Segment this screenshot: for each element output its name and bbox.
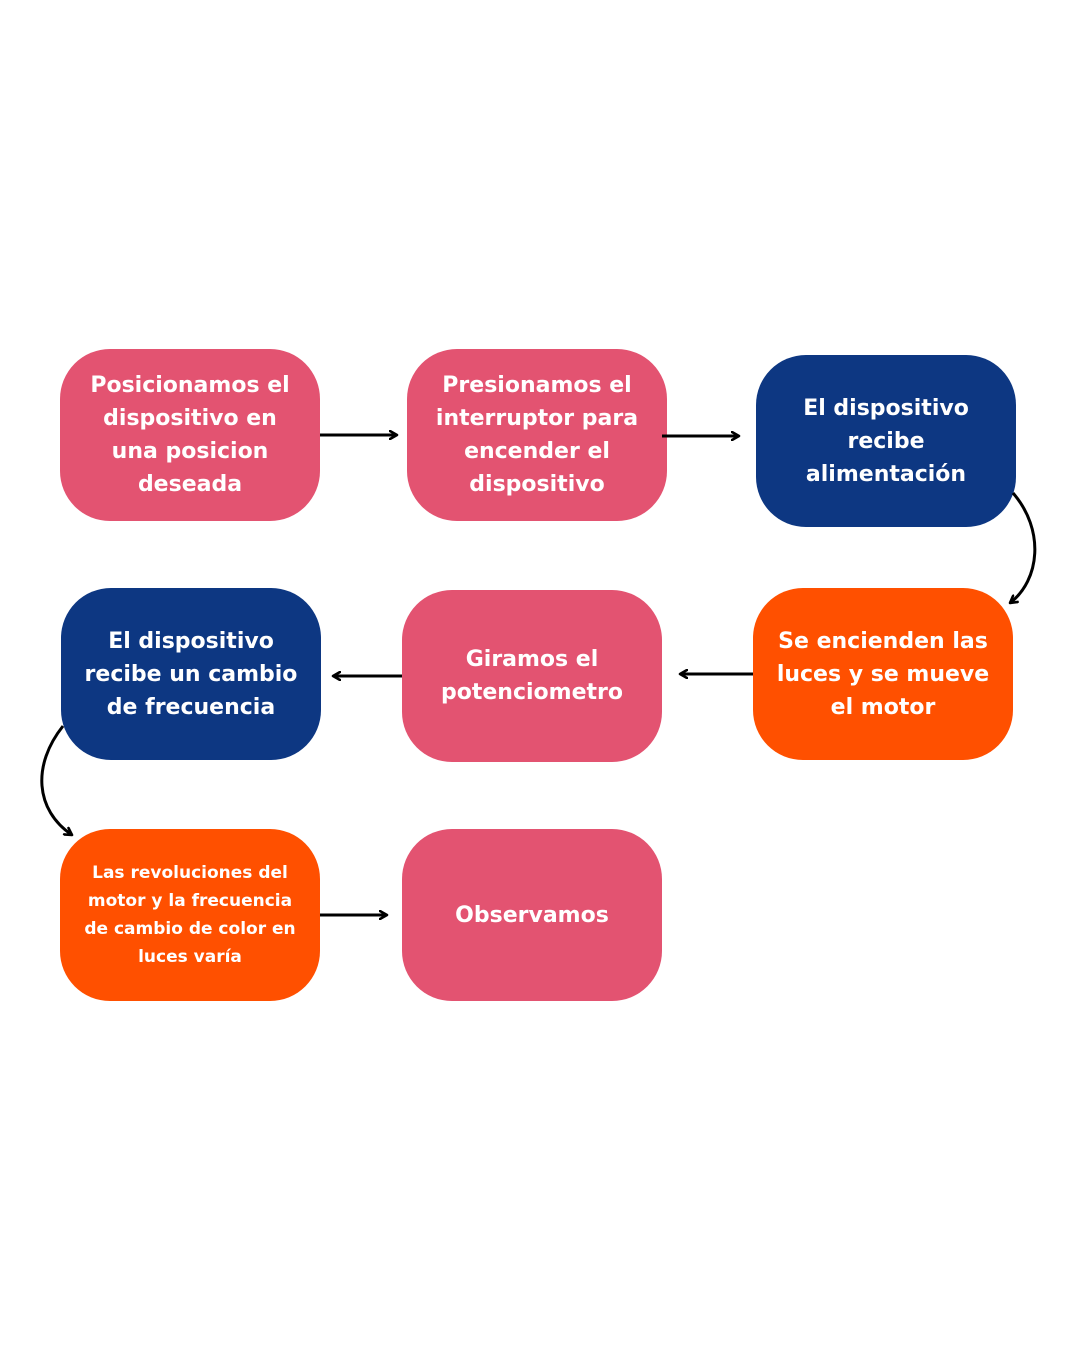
- step-8-box: Observamos: [402, 829, 662, 1001]
- step-7-label: Las revoluciones del motor y la frecuenc…: [84, 863, 296, 967]
- step-2-box: Presionamos el interruptor para encender…: [407, 349, 667, 521]
- step-5-box: Giramos el potenciometro: [402, 590, 662, 762]
- step-6-label: El dispositivo recibe un cambio de frecu…: [84, 628, 298, 720]
- arrow-step3-to-step4: [1010, 492, 1037, 603]
- step-7-box: Las revoluciones del motor y la frecuenc…: [60, 829, 320, 1001]
- step-3-label: El dispositivo recibe alimentación: [803, 395, 969, 487]
- arrow-step6-to-step7: [40, 725, 72, 835]
- step-1-label: Posicionamos el dispositivo en una posic…: [90, 373, 290, 497]
- step-1-box: Posicionamos el dispositivo en una posic…: [60, 349, 320, 521]
- step-6-box: El dispositivo recibe un cambio de frecu…: [61, 588, 321, 760]
- step-3-box: El dispositivo recibe alimentación: [756, 355, 1016, 527]
- step-4-box: Se encienden las luces y se mueve el mot…: [753, 588, 1013, 760]
- step-4-label: Se encienden las luces y se mueve el mot…: [776, 628, 990, 720]
- step-5-label: Giramos el potenciometro: [441, 647, 623, 705]
- step-8-label: Observamos: [455, 902, 609, 928]
- step-2-label: Presionamos el interruptor para encender…: [435, 373, 639, 497]
